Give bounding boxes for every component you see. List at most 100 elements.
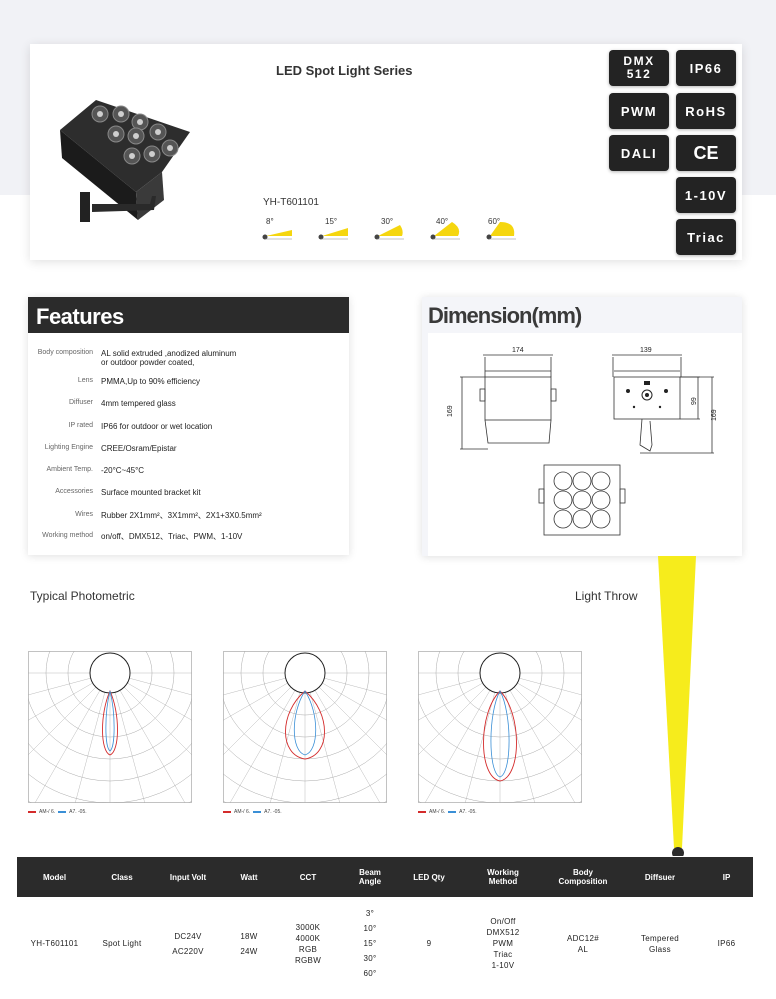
polar-center xyxy=(284,652,326,694)
col-header: Diffsuer xyxy=(620,857,700,897)
polar-spoke xyxy=(109,672,146,803)
polar-spoke xyxy=(269,672,306,803)
polar-spoke xyxy=(418,672,501,696)
table-cell: 3000K 4000K RGB RGBW xyxy=(294,922,322,965)
table-row: YH-T601101 Spot Light DC24V AC220V 18W 2… xyxy=(17,897,753,990)
col-header: Class xyxy=(92,857,152,897)
polar-curve-blue xyxy=(490,690,510,778)
product-title: LED Spot Light Series xyxy=(276,63,413,78)
col-header: CCT xyxy=(274,857,342,897)
beam-angle-icon-15: 15° xyxy=(318,217,348,242)
polar-center xyxy=(89,652,131,694)
feature-key: Diffuser xyxy=(69,399,93,406)
feature-key: Ambient Temp. xyxy=(46,466,93,473)
badge-rohs: RoHS xyxy=(676,93,736,129)
badge-ce: CE xyxy=(676,135,736,171)
polar-spoke xyxy=(28,672,111,696)
table-cell: ADC12# AL xyxy=(566,933,600,954)
polar-curve-blue xyxy=(105,690,115,752)
feature-value: PMMA,Up to 90% efficiency xyxy=(101,377,201,386)
dim-side-inner: 99 xyxy=(691,397,698,405)
polar-spoke xyxy=(109,672,186,803)
polar-spoke xyxy=(464,672,501,803)
col-header: IP xyxy=(700,857,753,897)
beam-angle-icon-60: 60° xyxy=(486,217,516,242)
badge-dmx512: DMX 512 xyxy=(609,50,669,86)
feature-key: Lens xyxy=(77,377,93,384)
polar-center xyxy=(479,652,521,694)
feature-key: IP rated xyxy=(68,422,93,429)
polar-spoke xyxy=(499,672,582,756)
dim-side-width: 139 xyxy=(640,347,652,354)
badge-1-10v: 1-10V xyxy=(676,177,736,213)
col-header: LED Qty xyxy=(398,857,460,897)
badge-dali: DALI xyxy=(609,135,669,171)
col-header: Input Volt xyxy=(152,857,224,897)
polar-spoke xyxy=(304,672,341,803)
table-cell: YH-T601101 xyxy=(30,939,79,948)
col-header: Model xyxy=(17,857,92,897)
light-throw-beam xyxy=(658,556,696,856)
product-model: YH-T601101 xyxy=(263,197,319,208)
feature-key: Wires xyxy=(75,511,93,518)
polar-curve-red xyxy=(102,689,118,756)
feature-value: CREE/Osram/Epistar xyxy=(101,444,177,453)
features-title: Features xyxy=(28,297,349,333)
table-cell: 3° 10° 15° 30° 60° xyxy=(363,909,377,978)
table-cell: IP66 xyxy=(717,939,736,948)
badge-ip66: IP66 xyxy=(676,50,736,86)
product-image xyxy=(60,100,190,222)
spec-table-header: Model Class Input Volt Watt CCT Beam Ang… xyxy=(17,857,753,897)
polar-chart-2 xyxy=(223,651,387,803)
feature-value: 4mm tempered glass xyxy=(101,399,176,408)
beam-angle-icon-8: 8° xyxy=(262,217,292,242)
polar-spoke xyxy=(28,672,111,756)
polar-spoke xyxy=(223,672,306,721)
feature-value: AL solid extruded ,anodized aluminum or … xyxy=(101,349,237,367)
feature-key: Lighting Engine xyxy=(44,444,93,451)
dimension-title: Dimension(mm) xyxy=(428,303,582,328)
polar-spoke xyxy=(28,672,111,721)
polar-curve-red xyxy=(483,690,517,782)
dim-front-height: 169 xyxy=(447,405,454,417)
polar-legend-2: AM-/ 6. A7. -05. xyxy=(223,809,282,815)
feature-value: on/off、DMX512、Triac、PWM、1-10V xyxy=(101,532,243,541)
polar-spoke xyxy=(418,672,501,756)
table-cell: Spot Light xyxy=(102,939,142,948)
polar-spoke xyxy=(74,672,111,803)
dim-front-width: 174 xyxy=(512,347,524,354)
polar-spoke xyxy=(304,672,387,696)
polar-spoke xyxy=(424,672,501,803)
polar-chart-1 xyxy=(28,651,192,803)
table-cell: 9 xyxy=(426,939,432,948)
feature-key: Body composition xyxy=(37,349,93,356)
polar-spoke xyxy=(109,672,192,721)
polar-spoke xyxy=(499,672,582,721)
dimension-drawing: 174 169 139 99 169 xyxy=(428,333,742,556)
photometric-heading: Typical Photometric xyxy=(30,589,135,603)
polar-spoke xyxy=(34,672,111,803)
polar-curve-blue xyxy=(294,690,316,756)
polar-curve-red xyxy=(285,690,325,760)
spec-table: Model Class Input Volt Watt CCT Beam Ang… xyxy=(17,857,753,990)
polar-spoke xyxy=(418,672,501,721)
dimension-panel: Dimension(mm) xyxy=(422,297,742,556)
col-header: Working Method xyxy=(460,857,546,897)
polar-legend-1: AM-/ 6. A7. -05. xyxy=(28,809,87,815)
polar-spoke xyxy=(223,672,306,696)
polar-spoke xyxy=(109,672,192,696)
polar-spoke xyxy=(223,672,306,756)
table-cell: On/Off DMX512 PWM Triac 1-10V xyxy=(486,917,520,970)
polar-spoke xyxy=(229,672,306,803)
light-throw-heading: Light Throw xyxy=(575,589,638,603)
polar-legend-3: AM-/ 6. A7. -05. xyxy=(418,809,477,815)
polar-spoke xyxy=(499,672,582,696)
polar-spoke xyxy=(109,672,192,756)
feature-value: IP66 for outdoor or wet location xyxy=(101,422,213,431)
polar-spoke xyxy=(304,672,387,756)
feature-key: Working method xyxy=(42,532,93,539)
features-panel: Features Body composition AL solid extru… xyxy=(28,297,349,555)
feature-value: Surface mounted bracket kit xyxy=(101,488,201,497)
polar-spoke xyxy=(499,672,536,803)
polar-spoke xyxy=(499,672,576,803)
